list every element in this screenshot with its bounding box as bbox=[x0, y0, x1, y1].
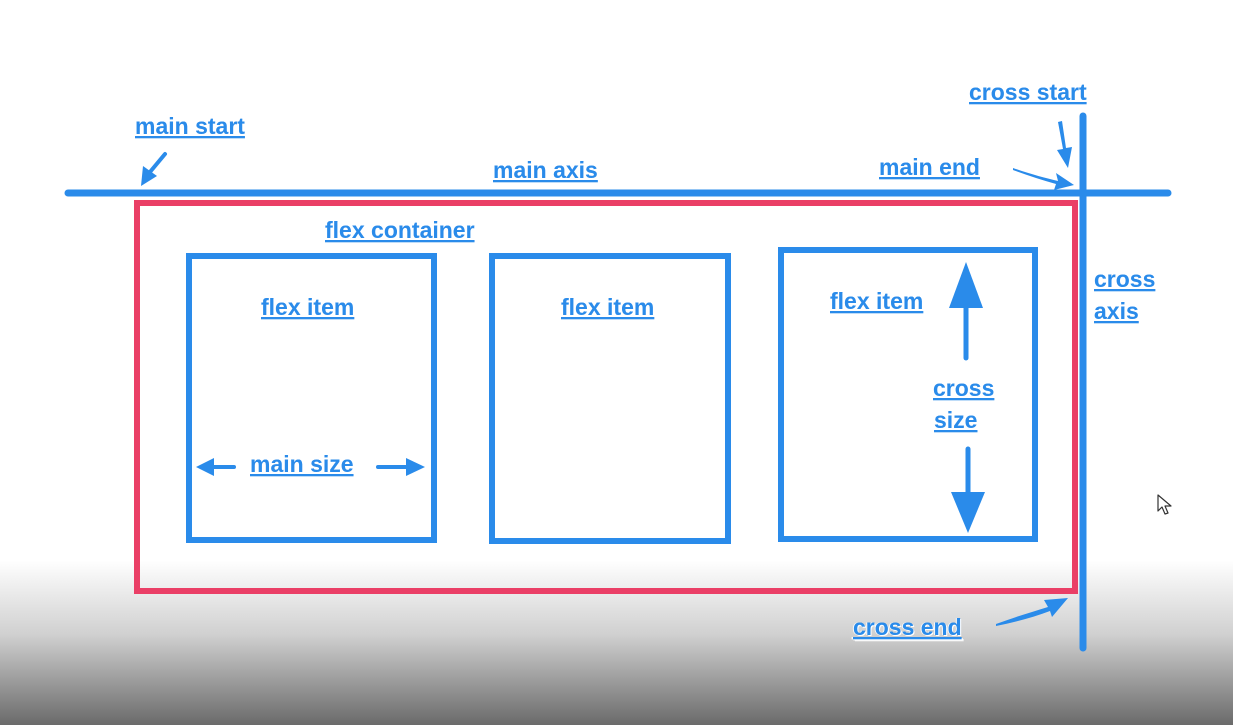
flex-container-box bbox=[134, 200, 1078, 594]
main-start-label: main start bbox=[135, 113, 245, 139]
main-end-arrow bbox=[1013, 168, 1074, 190]
flex-item-box-3 bbox=[778, 247, 1038, 542]
cross-size-label-line1: cross bbox=[933, 375, 994, 401]
main-size-label: main size bbox=[250, 451, 354, 477]
cross-axis-label-line2: axis bbox=[1094, 298, 1139, 324]
cross-size-down-arrow bbox=[951, 446, 985, 533]
cross-start-arrow bbox=[1057, 121, 1072, 168]
flex-item-label-1: flex item bbox=[261, 294, 354, 320]
main-size-right-arrow bbox=[376, 458, 425, 476]
bottom-shadow bbox=[0, 560, 1233, 725]
cross-start-label: cross start bbox=[969, 79, 1087, 105]
flex-item-label-2: flex item bbox=[561, 294, 654, 320]
cross-end-arrow bbox=[996, 598, 1068, 626]
flex-item-box-1 bbox=[186, 253, 437, 543]
cross-size-label-line2: size bbox=[934, 407, 977, 433]
cross-end-label: cross end bbox=[853, 614, 962, 640]
mouse-pointer-icon bbox=[1157, 494, 1172, 515]
main-start-arrow bbox=[141, 152, 167, 186]
cross-size-up-arrow bbox=[949, 262, 983, 361]
flex-item-label-3: flex item bbox=[830, 288, 923, 314]
flex-container-label: flex container bbox=[325, 217, 475, 243]
cross-axis-label-line1: cross bbox=[1094, 266, 1155, 292]
flex-item-box-2 bbox=[489, 253, 731, 544]
main-end-label: main end bbox=[879, 154, 980, 180]
main-axis-label: main axis bbox=[493, 157, 598, 183]
main-size-left-arrow bbox=[196, 458, 236, 476]
